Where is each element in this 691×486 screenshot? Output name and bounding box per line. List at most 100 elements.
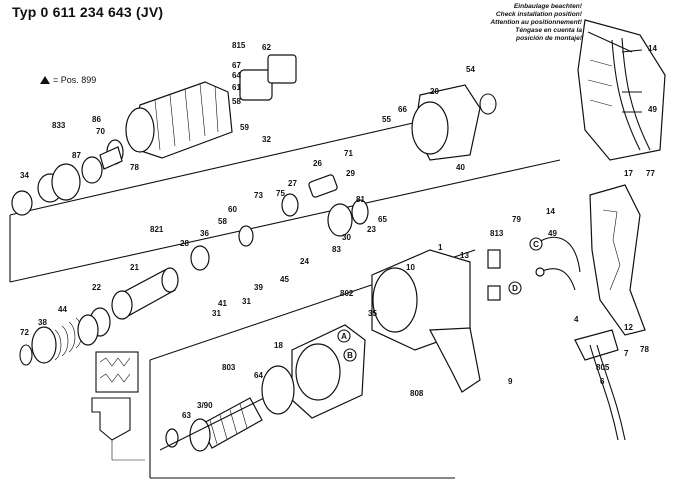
part-number-label: 60 — [228, 205, 237, 214]
part-number-label: 63 — [182, 411, 191, 420]
part-number-label: 72 — [20, 328, 29, 337]
part-number-label: 83 — [332, 245, 341, 254]
part-number-label: 79 — [512, 215, 521, 224]
part-number-label: 62 — [262, 43, 271, 52]
part-number-label: 86 — [92, 115, 101, 124]
circle-marker: B — [343, 348, 357, 362]
installation-note: Einbaulage beachten! Check installation … — [464, 3, 582, 43]
part-number-label: 26 — [313, 159, 322, 168]
part-number-label: 44 — [58, 305, 67, 314]
part-number-label: 21 — [130, 263, 139, 272]
part-number-label: 87 — [72, 151, 81, 160]
part-number-label: 38 — [38, 318, 47, 327]
part-number-label: 4 — [574, 315, 579, 324]
part-number-label: 10 — [406, 263, 415, 272]
part-number-label: 32 — [262, 135, 271, 144]
part-number-label: 17 — [624, 169, 633, 178]
part-number-label: 815 — [232, 41, 246, 50]
power-cable — [574, 329, 626, 441]
part-number-label: 29 — [346, 169, 355, 178]
circle-marker-letter: C — [533, 240, 539, 249]
note-line: Téngase en cuenta la — [515, 27, 582, 34]
part-number-label: 39 — [254, 283, 263, 292]
part-number-label: 12 — [624, 323, 633, 332]
part-number-label: 802 — [340, 289, 354, 298]
spring-and-rings — [19, 314, 99, 366]
part-number-label: 13 — [460, 251, 469, 260]
gearbox-cover — [411, 84, 497, 161]
part-number-label: 67 — [232, 61, 241, 70]
part-number-label: 20 — [430, 87, 439, 96]
circle-marker: D — [508, 281, 522, 295]
part-number-label: 30 — [342, 233, 351, 242]
part-number-label: 65 — [378, 215, 387, 224]
part-number-label: 73 — [254, 191, 263, 200]
part-number-label: 66 — [398, 105, 407, 114]
part-number-label: 31 — [242, 297, 251, 306]
part-number-label: 40 — [456, 163, 465, 172]
part-number-label: 71 — [344, 149, 353, 158]
drill-head-housing — [125, 54, 297, 159]
part-number-label: 31 — [212, 309, 221, 318]
triangle-marker-icon — [40, 76, 50, 84]
part-number-label: 813 — [490, 229, 504, 238]
part-number-label: 808 — [410, 389, 424, 398]
note-line: Check installation position! — [495, 11, 582, 18]
intermediate-shaft — [190, 174, 369, 271]
part-number-label: 64 — [232, 71, 241, 80]
part-number-label: 18 — [274, 341, 283, 350]
part-number-label: 6 — [600, 377, 605, 386]
legend-text: = Pos. 899 — [53, 75, 97, 85]
part-number-label: 59 — [240, 123, 249, 132]
wiring-diagram — [91, 351, 145, 461]
part-number-label: 14 — [648, 44, 657, 53]
field-stator — [261, 324, 366, 419]
spindle — [89, 267, 179, 337]
part-number-label: 821 — [150, 225, 164, 234]
part-number-label: 78 — [130, 163, 139, 172]
armature — [159, 394, 271, 452]
part-number-label: 55 — [382, 115, 391, 124]
position-legend: = Pos. 899 — [40, 75, 96, 85]
part-number-label: 64 — [254, 371, 263, 380]
part-number-label: 61 — [232, 83, 241, 92]
circle-marker-letter: D — [512, 284, 518, 293]
note-line: Attention au positionnement! — [490, 19, 582, 26]
circle-marker-letter: B — [347, 351, 353, 360]
handle-shell — [589, 184, 646, 336]
part-number-label: 58 — [218, 217, 227, 226]
circle-markers: A B C D — [337, 237, 543, 362]
part-number-label: 45 — [280, 275, 289, 284]
part-number-label: 35 — [368, 309, 377, 318]
model-type-title: Typ 0 611 234 643 (JV) — [12, 4, 164, 20]
motor-housing — [371, 249, 481, 393]
part-number-label: 805 — [596, 363, 610, 372]
note-line: Einbaulage beachten! — [513, 3, 582, 10]
part-number-label: 23 — [367, 225, 376, 234]
part-number-label: 14 — [546, 207, 555, 216]
part-number-label: 22 — [92, 283, 101, 292]
part-number-label: 77 — [646, 169, 655, 178]
part-number-label: 34 — [20, 171, 29, 180]
part-number-label: 27 — [288, 179, 297, 188]
part-number-label: 1 — [438, 243, 443, 252]
part-number-label: 49 — [648, 105, 657, 114]
part-number-label: 54 — [466, 65, 475, 74]
part-number-label: 24 — [300, 257, 309, 266]
part-number-label: 28 — [180, 239, 189, 248]
part-number-label: 833 — [52, 121, 66, 130]
part-number-label: 49 — [548, 229, 557, 238]
installation-detail — [577, 19, 666, 161]
part-number-label: 41 — [218, 299, 227, 308]
part-number-label: 7 — [624, 349, 629, 358]
part-number-label: 78 — [640, 345, 649, 354]
part-number-label: 58 — [232, 97, 241, 106]
circle-marker-letter: A — [341, 332, 347, 341]
circle-marker: A — [337, 329, 351, 343]
part-number-label: 70 — [96, 127, 105, 136]
part-number-label: 75 — [276, 189, 285, 198]
assembly-boundary-upper — [9, 109, 561, 283]
